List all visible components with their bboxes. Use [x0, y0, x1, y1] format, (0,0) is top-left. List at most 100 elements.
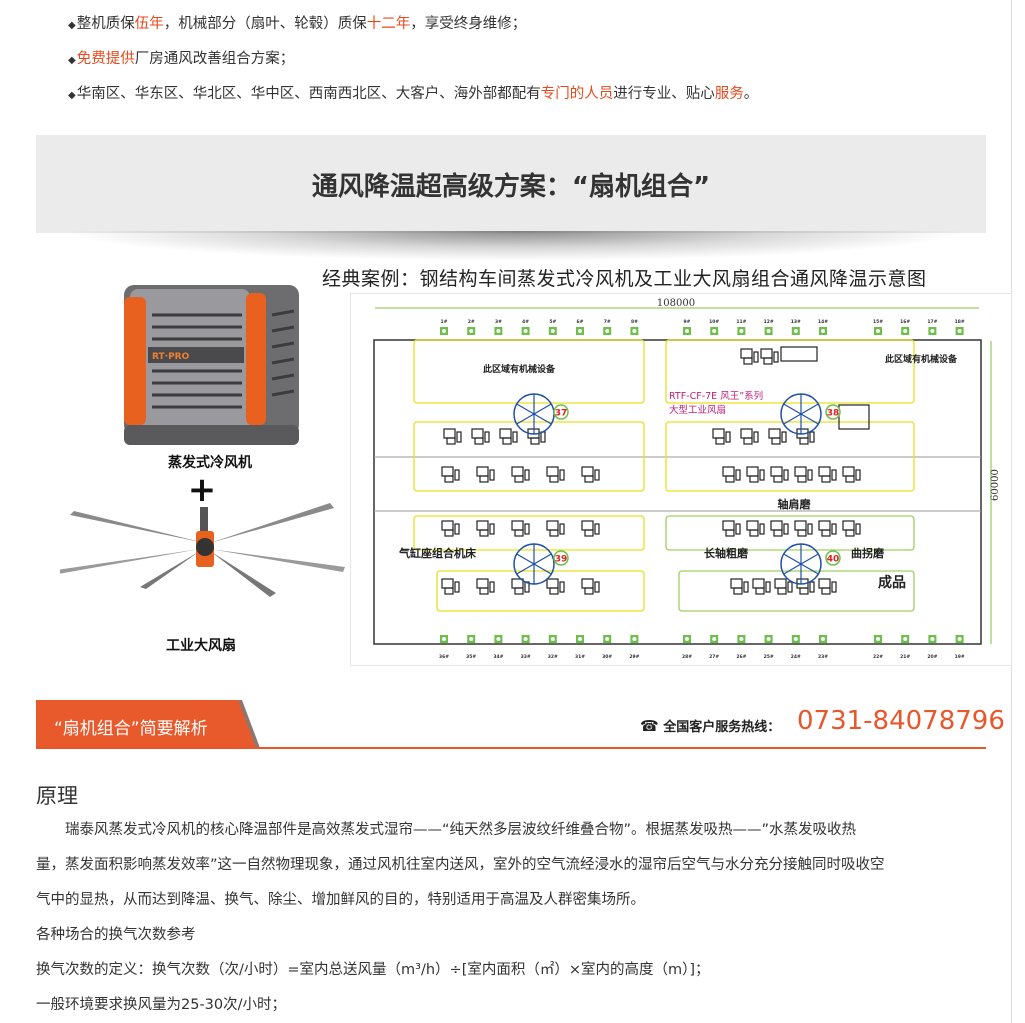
- cooler-unit: 1#: [440, 319, 448, 335]
- machine-symbol: [511, 578, 530, 595]
- cooler-unit: 4#: [521, 319, 530, 335]
- feature-text: 整机质保: [76, 16, 135, 32]
- machine-symbol: [740, 428, 759, 445]
- machine-symbol: [499, 428, 518, 445]
- body-paragraph-line: 气中的显热，从而达到降温、换气、除尘、增加鲜风的目的，特别适用于高温及人群密集场…: [36, 892, 645, 908]
- cooler-unit: 12#: [764, 319, 774, 335]
- cooler-unit: 17#: [927, 319, 938, 335]
- feature-item: ◆整机质保伍年，机械部分（扇叶、轮毂）质保十二年，享受终身维修；: [68, 12, 526, 33]
- machine-symbol: [581, 578, 600, 595]
- machine-symbol: [581, 466, 600, 483]
- machine-symbol: [511, 466, 530, 483]
- cooler-unit: 3#: [494, 319, 503, 335]
- section-tab-title: “扇机组合”简要解析: [54, 719, 208, 739]
- cooler-unit: 25#: [764, 635, 774, 660]
- width-dimension: 108000: [657, 298, 695, 309]
- cooler-unit: 36#: [439, 635, 449, 660]
- feature-text: 华南区、华东区、华北区、华中区、西南西北区、大客户、海外部都配有: [76, 86, 541, 102]
- machine-symbol: [770, 520, 789, 537]
- cooler-unit: 34#: [493, 635, 504, 660]
- cooler-number: 27#: [709, 654, 719, 660]
- cooler-number: 24#: [791, 654, 801, 660]
- feature-text: ，机械部分（扇叶、轮毂）质保: [163, 16, 367, 32]
- principle-heading: 原理: [36, 784, 78, 808]
- cooler-number: 33#: [521, 654, 531, 660]
- machine-symbol: [476, 520, 495, 537]
- cooler-number: 22#: [873, 654, 883, 660]
- feature-item: ◆免费提供厂房通风改善组合方案；: [68, 47, 294, 68]
- cooler-unit: 20#: [927, 635, 938, 660]
- section-divider: [36, 747, 986, 749]
- cooler-unit: 5#: [548, 319, 557, 335]
- machine-symbol: [740, 348, 759, 365]
- industrial-fan-image: [60, 503, 345, 597]
- telephone-icon: ☎: [640, 717, 659, 735]
- cooler-unit: 33#: [521, 635, 531, 660]
- machine-symbol: [752, 578, 771, 595]
- machine-symbol: [471, 428, 490, 445]
- area-crank: 曲拐磨: [851, 546, 885, 560]
- layout-svg: 108000 60000 此区域有机械设备 此区域有机械设备 RTF-CF-7E…: [373, 298, 1001, 660]
- product-illustrations: RT·PRO 蒸发式冷风机 + 工业大风扇: [60, 285, 345, 654]
- cooler-unit: 10#: [709, 319, 719, 335]
- machine-symbol: [760, 348, 779, 365]
- cooler-unit: 35#: [466, 635, 476, 660]
- body-paragraph-line: 换气次数的定义：换气次数（次/小时）=室内总送风量（m³/h）÷[室内面积（㎡）…: [36, 962, 710, 978]
- industrial-fan-marker: 40: [780, 543, 841, 585]
- cooler-unit: 26#: [736, 635, 747, 660]
- cooler-unit: 2#: [467, 319, 476, 335]
- zone-label-top-right: 此区域有机械设备: [885, 353, 958, 365]
- body-paragraph-line: 量，蒸发面积影响蒸发效率”这一自然物理现象，通过风机往室内送风，室外的空气流经浸…: [36, 857, 885, 873]
- body-paragraph-line: 各种场合的换气次数参考: [36, 927, 196, 943]
- hotline: ☎ 全国客户服务热线：: [640, 716, 780, 735]
- body-paragraph-line: 一般环境要求换风量为25-30次/小时；: [36, 997, 287, 1013]
- plus-sign: +: [188, 470, 217, 510]
- cooler-unit: 19#: [955, 635, 965, 660]
- fan-model-label: RTF-CF-7E 风王”系列: [669, 390, 763, 402]
- cooler-number: 3#: [495, 319, 502, 325]
- fan-type-label: 大型工业风扇: [669, 404, 726, 416]
- highlight-text: 服务: [714, 86, 744, 102]
- cooler-number: 36#: [439, 654, 449, 660]
- machine-symbol: [546, 466, 565, 483]
- cooler-number: 2#: [468, 319, 475, 325]
- hotline-number[interactable]: 0731-84078796: [797, 706, 1005, 736]
- cooler-number: 16#: [900, 319, 910, 325]
- diagram-caption: 经典案例：钢结构车间蒸发式冷风机及工业大风扇组合通风降温示意图: [322, 268, 927, 290]
- cooler-unit: 8#: [630, 319, 639, 335]
- diamond-bullet-icon: ◆: [68, 55, 76, 66]
- cooler-unit: 31#: [575, 635, 585, 660]
- cooler-number: 18#: [955, 319, 965, 325]
- highlight-text: 免费提供: [76, 51, 135, 67]
- banner-shadow: [60, 231, 970, 261]
- cooler-number: 7#: [604, 319, 611, 325]
- highlight-text: 伍年: [134, 16, 164, 32]
- feature-text: 。: [743, 86, 759, 102]
- area-shaft-shoulder: 轴肩磨: [778, 497, 812, 511]
- machine-symbol: [441, 578, 460, 595]
- cooler-number: 20#: [927, 654, 937, 660]
- cooler-unit: 22#: [873, 635, 883, 660]
- cooler-unit: 23#: [818, 635, 828, 660]
- cooler-number: 14#: [818, 319, 828, 325]
- machine-symbol: [546, 520, 565, 537]
- machine-symbol: [730, 578, 749, 595]
- building-outline: [373, 339, 982, 645]
- cooler-number: 12#: [764, 319, 774, 325]
- machine-symbol: [794, 520, 813, 537]
- cooler-unit: 27#: [709, 635, 719, 660]
- machine-symbol: [818, 520, 837, 537]
- area-long-shaft: 长轴粗磨: [704, 546, 749, 560]
- diamond-bullet-icon: ◆: [68, 90, 76, 101]
- cooler-unit: 14#: [818, 319, 828, 335]
- machine-symbol: [527, 428, 546, 445]
- cooler-number: 35#: [466, 654, 476, 660]
- cooler-number: 1#: [441, 319, 448, 325]
- cooler-unit: 32#: [548, 635, 558, 660]
- industrial-fan-marker: 39: [513, 543, 569, 585]
- cooler-unit: 21#: [900, 635, 910, 660]
- industrial-fan-marker: 37: [513, 393, 569, 435]
- machine-symbol: [842, 520, 861, 537]
- cooler-unit: 9#: [683, 319, 691, 335]
- cooler-number: 6#: [577, 319, 584, 325]
